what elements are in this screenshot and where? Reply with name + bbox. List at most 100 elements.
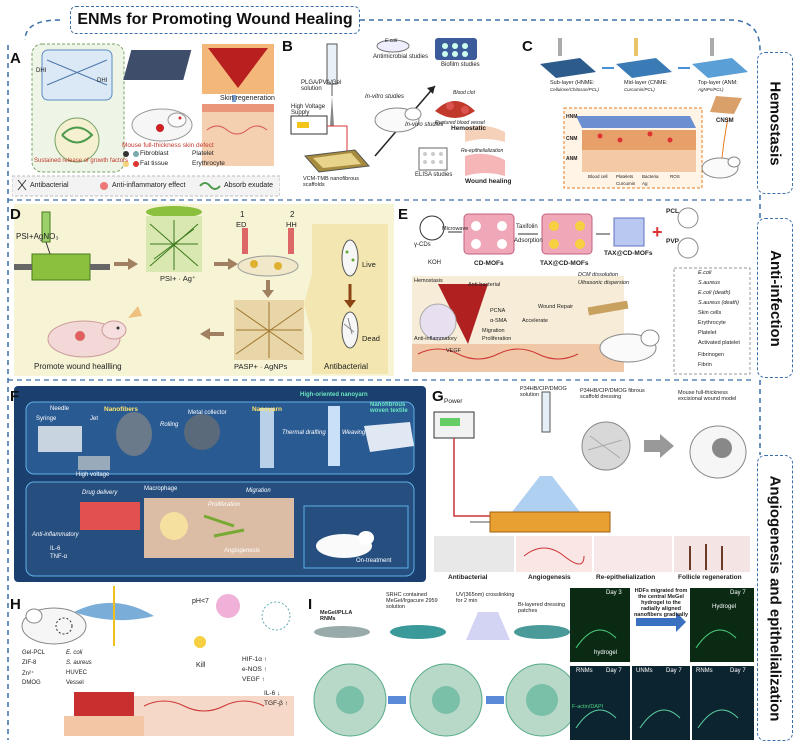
panel-a-letter: A: [10, 50, 21, 67]
panel-e-koh: KOH: [428, 260, 442, 266]
panel-b-letter: B: [282, 38, 293, 55]
panel-d-paspagnps: PASP+ · AgNPs: [234, 362, 288, 371]
panel-i-hdfs: HDFs migrated from the central MeGel hyd…: [633, 588, 689, 618]
panel-g-power: Power: [444, 398, 463, 405]
panel-c-sub2: Cellulose/Chitosan/PCL): [550, 87, 600, 92]
panel-i-day7b: Day 7: [606, 668, 622, 674]
panel-h-figure: [21, 586, 294, 736]
panel-b-elisa: ELISA studies: [415, 172, 453, 178]
panel-c-legend-platelets: Platelets: [616, 174, 634, 179]
panel-a-dhi1: DHI: [36, 68, 47, 74]
panel-e-anti-inflam: Anti-inflammatory: [414, 336, 457, 342]
panel-h-factor-1: e-NOS ↑: [242, 666, 267, 673]
panel-i: MeGel/PLLA RNMs SRHC contained MeGel/Irg…: [306, 588, 754, 742]
panel-h-legend-1: E. coli: [66, 650, 83, 656]
panel-e-vegf: VEGF: [446, 348, 461, 354]
panel-c-anm: ANM: [566, 156, 578, 162]
panel-c-legend-ros: ROS: [670, 174, 680, 179]
panel-d-letter: D: [10, 206, 21, 223]
panel-f-macrophage: Macrophage: [144, 486, 178, 492]
panel-f-hv: High voltage: [76, 472, 110, 478]
svg-text:+: +: [652, 222, 663, 242]
panel-h-il-1: TGF-β ↑: [264, 700, 288, 707]
panel-d-psi: PSI+AgNO₃: [16, 232, 59, 241]
panel-d-hh: HH: [286, 220, 297, 229]
panel-c-mid2: Curcumin/PCL): [624, 87, 655, 92]
side-label-hemostasis: Hemostasis: [757, 52, 793, 194]
panel-g-label-reepi: Re-epithelialization: [596, 574, 656, 581]
panel-e-legend-1: S.aureus: [698, 280, 721, 286]
panel-h-factor-2: VEGF ↑: [242, 676, 265, 683]
panel-i-day3: Day 3: [606, 590, 622, 596]
panel-a-legend-erythrocyte: Erythrocyte: [192, 160, 225, 167]
panel-f-textile: Nanofibrous woven textile: [370, 402, 408, 414]
panel-f-figure: [25, 401, 415, 577]
panel-h-legend-0: Gel-PCL: [22, 650, 46, 656]
panel-f: Needle Syringe Jet High voltage Nanofibe…: [14, 386, 426, 582]
panel-e-dcm: DCM dissolution: [578, 272, 619, 278]
panel-f-anti-inflam: Anti-inflammatory: [32, 532, 79, 538]
panel-b: PLGA/PVA/Gel solution High Voltage Suppl…: [285, 36, 515, 196]
panel-e-cdmofs: CD-MOFs: [474, 260, 504, 267]
panel-i-figure: [313, 588, 754, 740]
panel-h: pH<7 Kill HIF-1α ↑ e-NOS ↑ VEGF ↑ IL-6 ↓…: [14, 586, 302, 742]
panel-e-legend-4: Skin cells: [698, 310, 722, 316]
panel-a-mouse-label: Mouse full-thickness skin defect: [122, 142, 214, 149]
panel-a-antibacterial: Antibacterial: [30, 182, 69, 189]
panel-f-proliferation: Proliferation: [208, 502, 241, 508]
panel-i-uv: UV(365nm) crosslinking for 2 min: [456, 592, 515, 604]
panel-e-accelerate: Accelerate: [522, 318, 548, 324]
panel-e-legend-2: E.coli (death): [698, 290, 731, 296]
panel-e-asma: α-SMA: [490, 318, 507, 324]
panel-b-figure: [290, 38, 505, 176]
panel-f-needle: Needle: [50, 406, 70, 412]
panel-c-top2: AgNPs/PCL): [698, 87, 724, 92]
page-title: ENMs for Promoting Wound Healing: [70, 6, 360, 34]
panel-e: + γ-CDs KOH Microwave CD-MOFs Taxifolin …: [398, 204, 754, 376]
panel-e-taxifolin: Taxifolin: [516, 224, 538, 230]
panel-c-mid: Mid-layer (CNME:: [624, 80, 668, 86]
panel-a-legend-platelet: Platelet: [192, 150, 214, 157]
panel-c-top: Top-layer (ANM:: [698, 80, 738, 86]
panel-i-hydrogel1: hydrogel: [594, 650, 618, 656]
panel-h-letter: H: [10, 596, 21, 613]
panel-e-legend-6: Platelet: [698, 330, 717, 336]
panel-c-cnsm: CNSM: [716, 118, 734, 124]
panel-h-factor-0: HIF-1α ↑: [242, 656, 268, 663]
panel-f-on-treatment: On-treatment: [356, 558, 392, 564]
panel-f-letter: F: [10, 388, 20, 405]
panel-d-antibacterial: Antibacterial: [324, 362, 369, 371]
panel-f-rolling: Rolling: [160, 422, 179, 428]
panel-f-weaving: Weaving: [342, 430, 366, 436]
panel-a-legend-fibroblast: Fibroblast: [140, 150, 169, 157]
panel-i-factin: F-actin/DAPI: [572, 704, 604, 710]
panel-c-hnm: HNM: [566, 114, 578, 120]
panel-f-tnf: TNF-α: [50, 554, 68, 560]
panel-e-legend-0: E.coli: [698, 270, 712, 276]
panel-e-ultra: Ultrasonic dispersion: [578, 280, 630, 286]
panel-f-thermal: Thermal drafting: [282, 430, 326, 436]
panel-g-solution: P34HB/CIP/DMOG solution: [520, 386, 567, 398]
panel-d: PSI+AgNO₃ PSI+ · Ag⁺ 1 2 ED HH Live Dead…: [14, 204, 394, 376]
panel-i-bi: Bi-layered dressing patches: [518, 602, 566, 614]
panel-b-in-vitro: In-vitro studies: [365, 94, 405, 100]
panel-a-sustained-label: Sustained release of growth factors: [34, 158, 129, 164]
panel-f-nanofibers: Nanofibers: [104, 406, 138, 413]
panel-e-pcna: PCNA: [490, 308, 506, 314]
panel-i-hydrogel2: Hydrogel: [712, 604, 737, 610]
panel-d-one: 1: [240, 210, 245, 219]
panel-e-legend-7: Activated platelet: [698, 340, 740, 346]
panel-e-figure: +: [412, 207, 751, 375]
panel-b-hemostatic: Hemostatic: [451, 125, 487, 132]
panel-a-absorb: Absorb exudate: [224, 182, 274, 189]
panel-f-nanoyarn: Nanoyarn: [252, 406, 282, 413]
panel-h-legend-7: Vessel: [66, 680, 84, 686]
panel-e-legend-3: S.aureus (death): [698, 300, 739, 306]
side-label-angiogenesis: Angiogenesis and epithelialization: [757, 455, 793, 741]
panel-b-ecoli: E.coli: [385, 38, 398, 44]
panel-i-rnms2: RNMs: [696, 668, 713, 674]
panel-g-label-angiogenesis: Angiogenesis: [528, 574, 571, 581]
panel-i-day7d: Day 7: [730, 668, 746, 674]
panel-f-angiogenesis: Angiogenesis: [224, 548, 261, 554]
